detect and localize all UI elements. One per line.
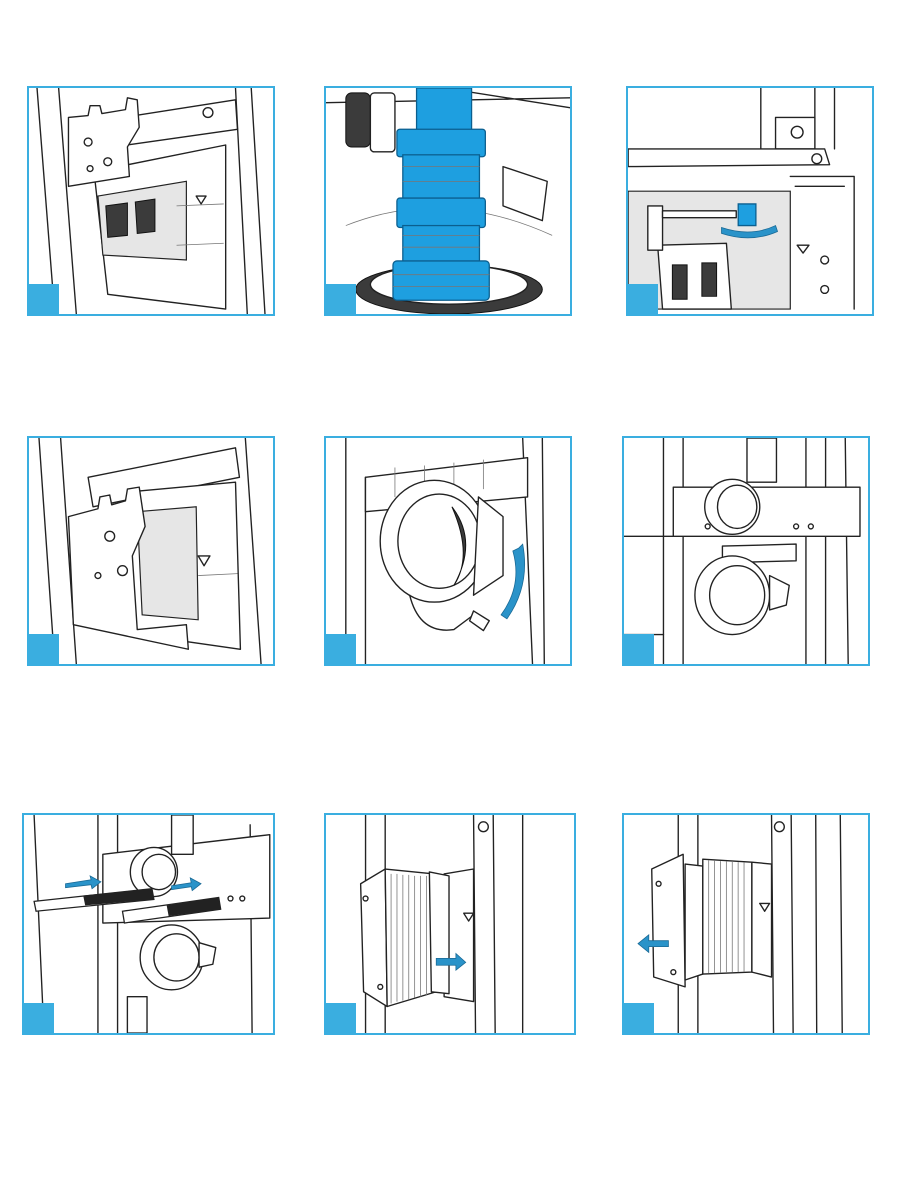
step-panel-9 — [622, 813, 870, 1035]
step-badge-9 — [624, 1003, 654, 1033]
bellows-insert-icon — [326, 815, 574, 1033]
step-badge-8 — [326, 1003, 356, 1033]
frame-drain-pipe-icon — [624, 438, 868, 664]
step-badge-4 — [29, 634, 59, 664]
step-badge-1 — [29, 284, 59, 314]
mounting-plate-icon — [29, 438, 273, 664]
step-panel-5 — [324, 436, 572, 666]
step-badge-5 — [326, 634, 356, 664]
blue-pipe-connector-icon — [326, 88, 570, 314]
step-panel-4 — [27, 436, 275, 666]
step-badge-7 — [24, 1003, 54, 1033]
support-rods-icon — [24, 815, 273, 1033]
water-inlet-valve-icon — [628, 88, 872, 314]
step-panel-2 — [324, 86, 572, 316]
step-panel-1 — [27, 86, 275, 316]
drain-elbow-clamp-icon — [326, 438, 570, 664]
step-panel-8 — [324, 813, 576, 1035]
step-badge-2 — [326, 284, 356, 314]
step-panel-3 — [626, 86, 874, 316]
step-badge-6 — [624, 634, 654, 664]
step-panel-7 — [22, 813, 275, 1035]
mounting-plate-icon — [29, 88, 273, 314]
step-panel-6 — [622, 436, 870, 666]
step-badge-3 — [628, 284, 658, 314]
bellows-remove-icon — [624, 815, 868, 1033]
